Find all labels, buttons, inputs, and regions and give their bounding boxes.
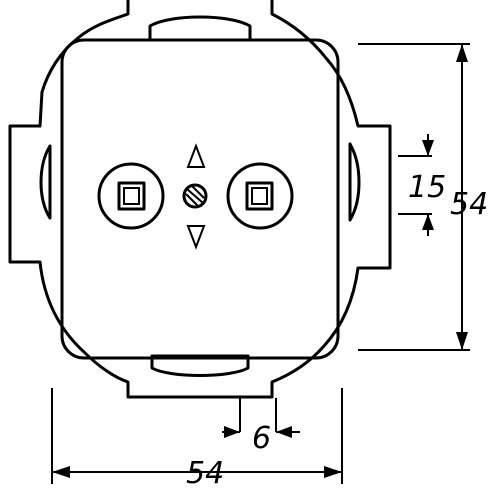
dimension-slot-width-label: 6 xyxy=(252,421,271,456)
dimension-height: 54 xyxy=(358,43,488,351)
dimension-terminal-spacing: 15 xyxy=(398,134,446,236)
dimension-terminal-spacing-label: 15 xyxy=(408,170,446,205)
cover-plate xyxy=(60,38,340,360)
arrow-up-icon xyxy=(186,143,206,168)
dimension-height-label: 54 xyxy=(450,187,488,222)
center-screw xyxy=(182,183,208,209)
terminal-left xyxy=(97,162,165,230)
terminal-right xyxy=(226,162,294,230)
dimension-slot-width: 6 xyxy=(222,398,300,456)
dimension-width: 54 xyxy=(51,388,343,491)
dimension-width-label: 54 xyxy=(186,456,224,491)
arrow-down-icon xyxy=(186,225,206,250)
mounting-frame xyxy=(8,0,392,399)
